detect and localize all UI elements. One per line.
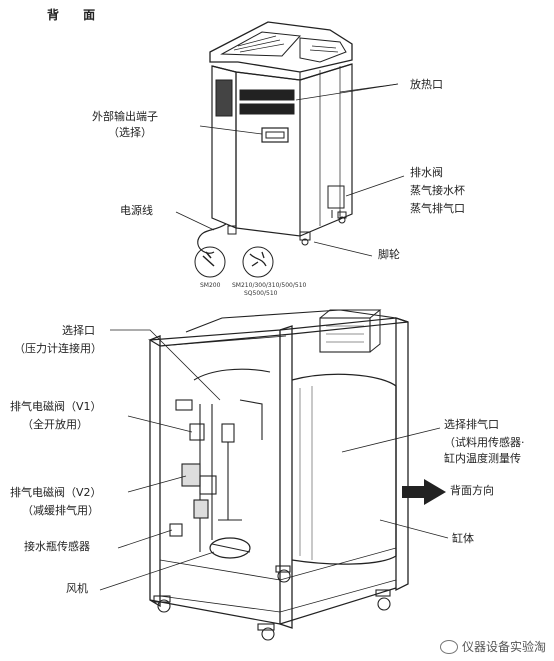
rear-direction-label: 背面方向 (450, 484, 494, 497)
water-bottle-sensor-label: 接水瓶传感器 (24, 540, 90, 553)
fan-unit (209, 537, 251, 559)
external-output-option-label: （选择） (108, 126, 152, 139)
external-output-label: 外部输出端子 (92, 110, 158, 123)
watermark-text: 仪器设备实验淘 (461, 640, 546, 654)
caster-label: 脚轮 (378, 248, 400, 261)
top-leader-lines (175, 83, 405, 257)
exhaust-valve-v1-label: 排气电磁阀（V1） (10, 400, 102, 413)
selection-exhaust-note-1: （试料用传感器· (444, 436, 525, 449)
selection-exhaust-note-2: 缸内温度测量传 (444, 452, 521, 465)
valve-assembly (169, 368, 271, 552)
selection-port-note: （压力计连接用） (14, 342, 102, 355)
external-output-terminal (261, 127, 289, 143)
rear-direction-arrow (402, 479, 446, 505)
bottom-leader-lines (99, 329, 449, 591)
autoclave-rear-view (175, 21, 405, 278)
plug-a-label: SM200 (200, 282, 221, 289)
steam-water-cup-label: 蒸气接水杯 (410, 184, 465, 197)
exhaust-valve-v2-note: （减缓排气用） (22, 504, 99, 517)
watermark: 仪器设备实验淘 (439, 638, 546, 655)
plug-b-label-2: SQ500/510 (244, 290, 278, 297)
plug-b-label: SM210/300/310/500/510 (232, 282, 307, 289)
heat-vent-grille (215, 79, 295, 117)
steam-exhaust-label: 蒸气排气口 (410, 202, 465, 215)
exhaust-valve-v1-note: （全开放用） (22, 418, 88, 431)
section-title: 背 面 (47, 8, 106, 22)
plug-a-icon (194, 246, 226, 278)
drain-valve-box (327, 185, 345, 209)
plug-b-icon (242, 246, 274, 278)
tank-cylinder (291, 373, 397, 565)
selection-port-label: 选择口 (62, 324, 95, 337)
power-cord-label: 电源线 (120, 204, 153, 217)
wechat-icon (439, 639, 458, 654)
heat-vent-label: 放热口 (410, 78, 443, 91)
drain-valve-label: 排水阀 (410, 166, 443, 179)
tank-label: 缸体 (452, 532, 474, 545)
selection-exhaust-label: 选择排气口 (444, 418, 499, 431)
autoclave-internal-view (99, 309, 449, 641)
caster-wheels (227, 211, 347, 246)
internal-casters (153, 565, 391, 641)
fan-label: 风机 (66, 582, 88, 595)
exhaust-valve-v2-label: 排气电磁阀（V2） (10, 486, 102, 499)
